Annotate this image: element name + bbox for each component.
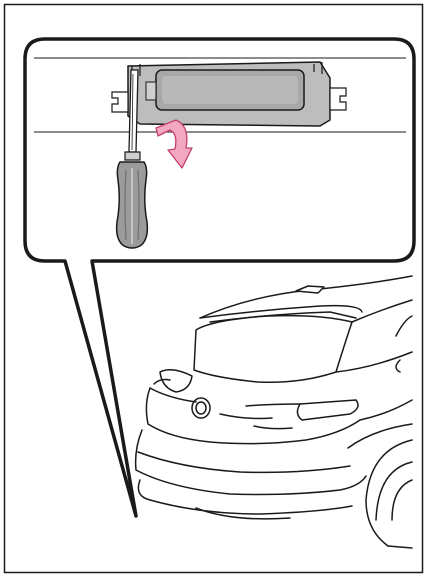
lens-notch <box>146 82 156 100</box>
lamp-lens-highlight <box>162 76 298 104</box>
hatchback-rear-icon <box>136 276 412 548</box>
